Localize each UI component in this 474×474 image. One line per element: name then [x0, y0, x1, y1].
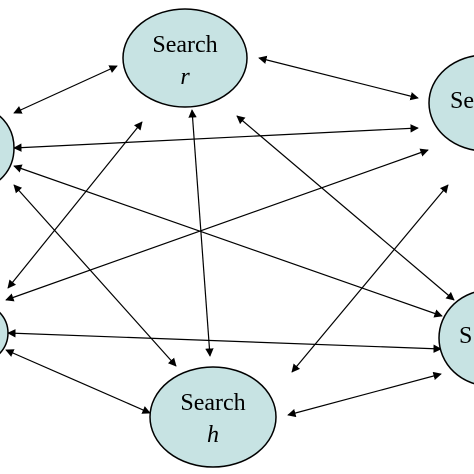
edge-top-left-top — [13, 65, 118, 114]
node-left-top — [0, 115, 15, 181]
edge-top-right-bottom — [236, 115, 455, 301]
edge-left-bottom-right-top — [5, 148, 429, 302]
edge-left-bottom-bottom — [5, 349, 151, 414]
node-search-h — [149, 366, 277, 468]
edge-left-bottom-right-bottom — [7, 329, 442, 353]
node-right-top — [428, 55, 474, 151]
node-right-bottom — [438, 291, 474, 385]
edge-bottom-right-top — [291, 184, 449, 373]
edge-top-right-top — [258, 55, 419, 101]
edge-bottom-right-bottom — [287, 371, 442, 418]
node-left-bottom — [0, 311, 9, 355]
edge-left-top-right-top — [13, 124, 419, 152]
edge-left-top-right-bottom — [13, 164, 443, 318]
node-search-r — [122, 8, 248, 108]
